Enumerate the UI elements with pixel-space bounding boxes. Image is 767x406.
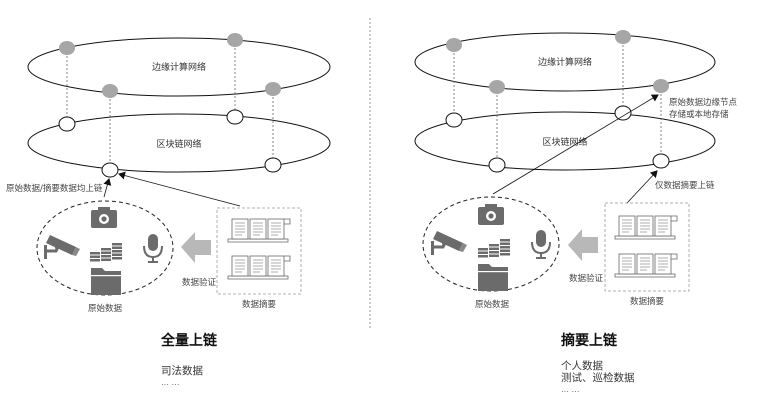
- edge-node: [653, 79, 669, 93]
- camera-icon: [91, 207, 117, 228]
- raw-data-cluster: [422, 196, 560, 292]
- edge-network-ring: [414, 32, 716, 92]
- microphone-icon: [531, 229, 551, 259]
- edge-network-ring: [27, 37, 331, 97]
- edge-network-label: 边缘计算网络: [538, 56, 592, 68]
- left-panel: 边缘计算网络 区块链网络 原始数据/摘要数据均上链: [6, 33, 331, 314]
- folder-icon: [478, 264, 508, 291]
- camera-icon: [478, 204, 504, 225]
- node-links: [453, 37, 662, 165]
- blockchain-node: [652, 153, 670, 169]
- right-panel: 边缘计算网络 区块链网络 原始数据边缘节点 存储或本地存储 仅数据摘要上链: [414, 30, 738, 310]
- digest-upload-label: 仅数据摘要上链: [655, 180, 715, 191]
- edge-node: [102, 84, 118, 98]
- blockchain-nodes: [58, 109, 282, 178]
- blockchain-network-ring: [414, 111, 716, 171]
- coins-icon: [90, 243, 122, 262]
- document-digest-icon: [228, 219, 290, 242]
- document-digest-icon: [228, 256, 290, 279]
- example-item: … …: [161, 378, 180, 387]
- blockchain-node: [264, 157, 282, 173]
- raw-storage-arrow: [492, 94, 659, 195]
- upload-label: 原始数据/摘要数据均上链: [6, 183, 103, 194]
- data-digest-box: [216, 207, 302, 295]
- example-item: 个人数据: [561, 360, 603, 372]
- edge-nodes: [446, 30, 669, 94]
- left-panel-title: 全量上链: [161, 333, 217, 349]
- data-digest-label: 数据摘要: [242, 299, 277, 310]
- document-digest-icon: [615, 216, 677, 239]
- blockchain-network-label: 区块链网络: [156, 138, 201, 150]
- edge-nodes: [59, 33, 281, 98]
- raw-data-cluster: [36, 200, 174, 296]
- data-verify-label: 数据验证: [182, 277, 217, 288]
- edge-node: [615, 30, 631, 44]
- blockchain-nodes: [445, 105, 670, 173]
- left-arrow-icon: [181, 232, 211, 263]
- blockchain-node: [488, 157, 506, 173]
- blockchain-node: [226, 109, 244, 125]
- raw-upload-arrow: [103, 178, 112, 198]
- blockchain-node: [614, 105, 632, 121]
- left-panel-examples: 司法数据 … …: [161, 365, 203, 389]
- example-item: 测试、巡检数据: [561, 372, 635, 384]
- data-digest-box: [604, 202, 690, 292]
- data-digest-label: 数据摘要: [630, 296, 665, 307]
- edge-node: [265, 82, 281, 96]
- edge-node: [227, 33, 243, 47]
- blockchain-node: [445, 112, 463, 128]
- node-links: [66, 40, 274, 166]
- edge-node: [59, 41, 75, 55]
- digest-upload-arrow: [626, 170, 658, 204]
- right-panel-title: 摘要上链: [561, 333, 617, 349]
- example-item: … …: [561, 385, 580, 394]
- left-arrow-icon: [568, 229, 598, 261]
- surveillance-camera-icon: [42, 233, 82, 261]
- raw-data-label: 原始数据: [475, 299, 510, 310]
- blockchain-node: [101, 162, 119, 178]
- digest-upload-arrow: [118, 171, 241, 207]
- data-verify-label: 数据验证: [569, 273, 604, 284]
- edge-storage-label-line2: 存储或本地存储: [669, 109, 729, 120]
- raw-data-label: 原始数据: [88, 303, 123, 314]
- document-digest-icon: [615, 254, 677, 277]
- example-item: 司法数据: [161, 365, 203, 377]
- blockchain-network-ring: [27, 113, 331, 173]
- surveillance-camera-icon: [429, 229, 469, 257]
- microphone-icon: [143, 233, 163, 263]
- edge-network-label: 边缘计算网络: [152, 61, 206, 73]
- edge-node: [489, 80, 505, 94]
- edge-storage-label-line1: 原始数据边缘节点: [669, 97, 738, 108]
- blockchain-network-label: 区块链网络: [542, 136, 587, 148]
- edge-node: [446, 38, 462, 52]
- blockchain-node: [58, 116, 76, 132]
- folder-icon: [91, 268, 121, 295]
- right-panel-examples: 个人数据 测试、巡检数据 … …: [561, 360, 635, 396]
- coins-icon: [478, 239, 510, 258]
